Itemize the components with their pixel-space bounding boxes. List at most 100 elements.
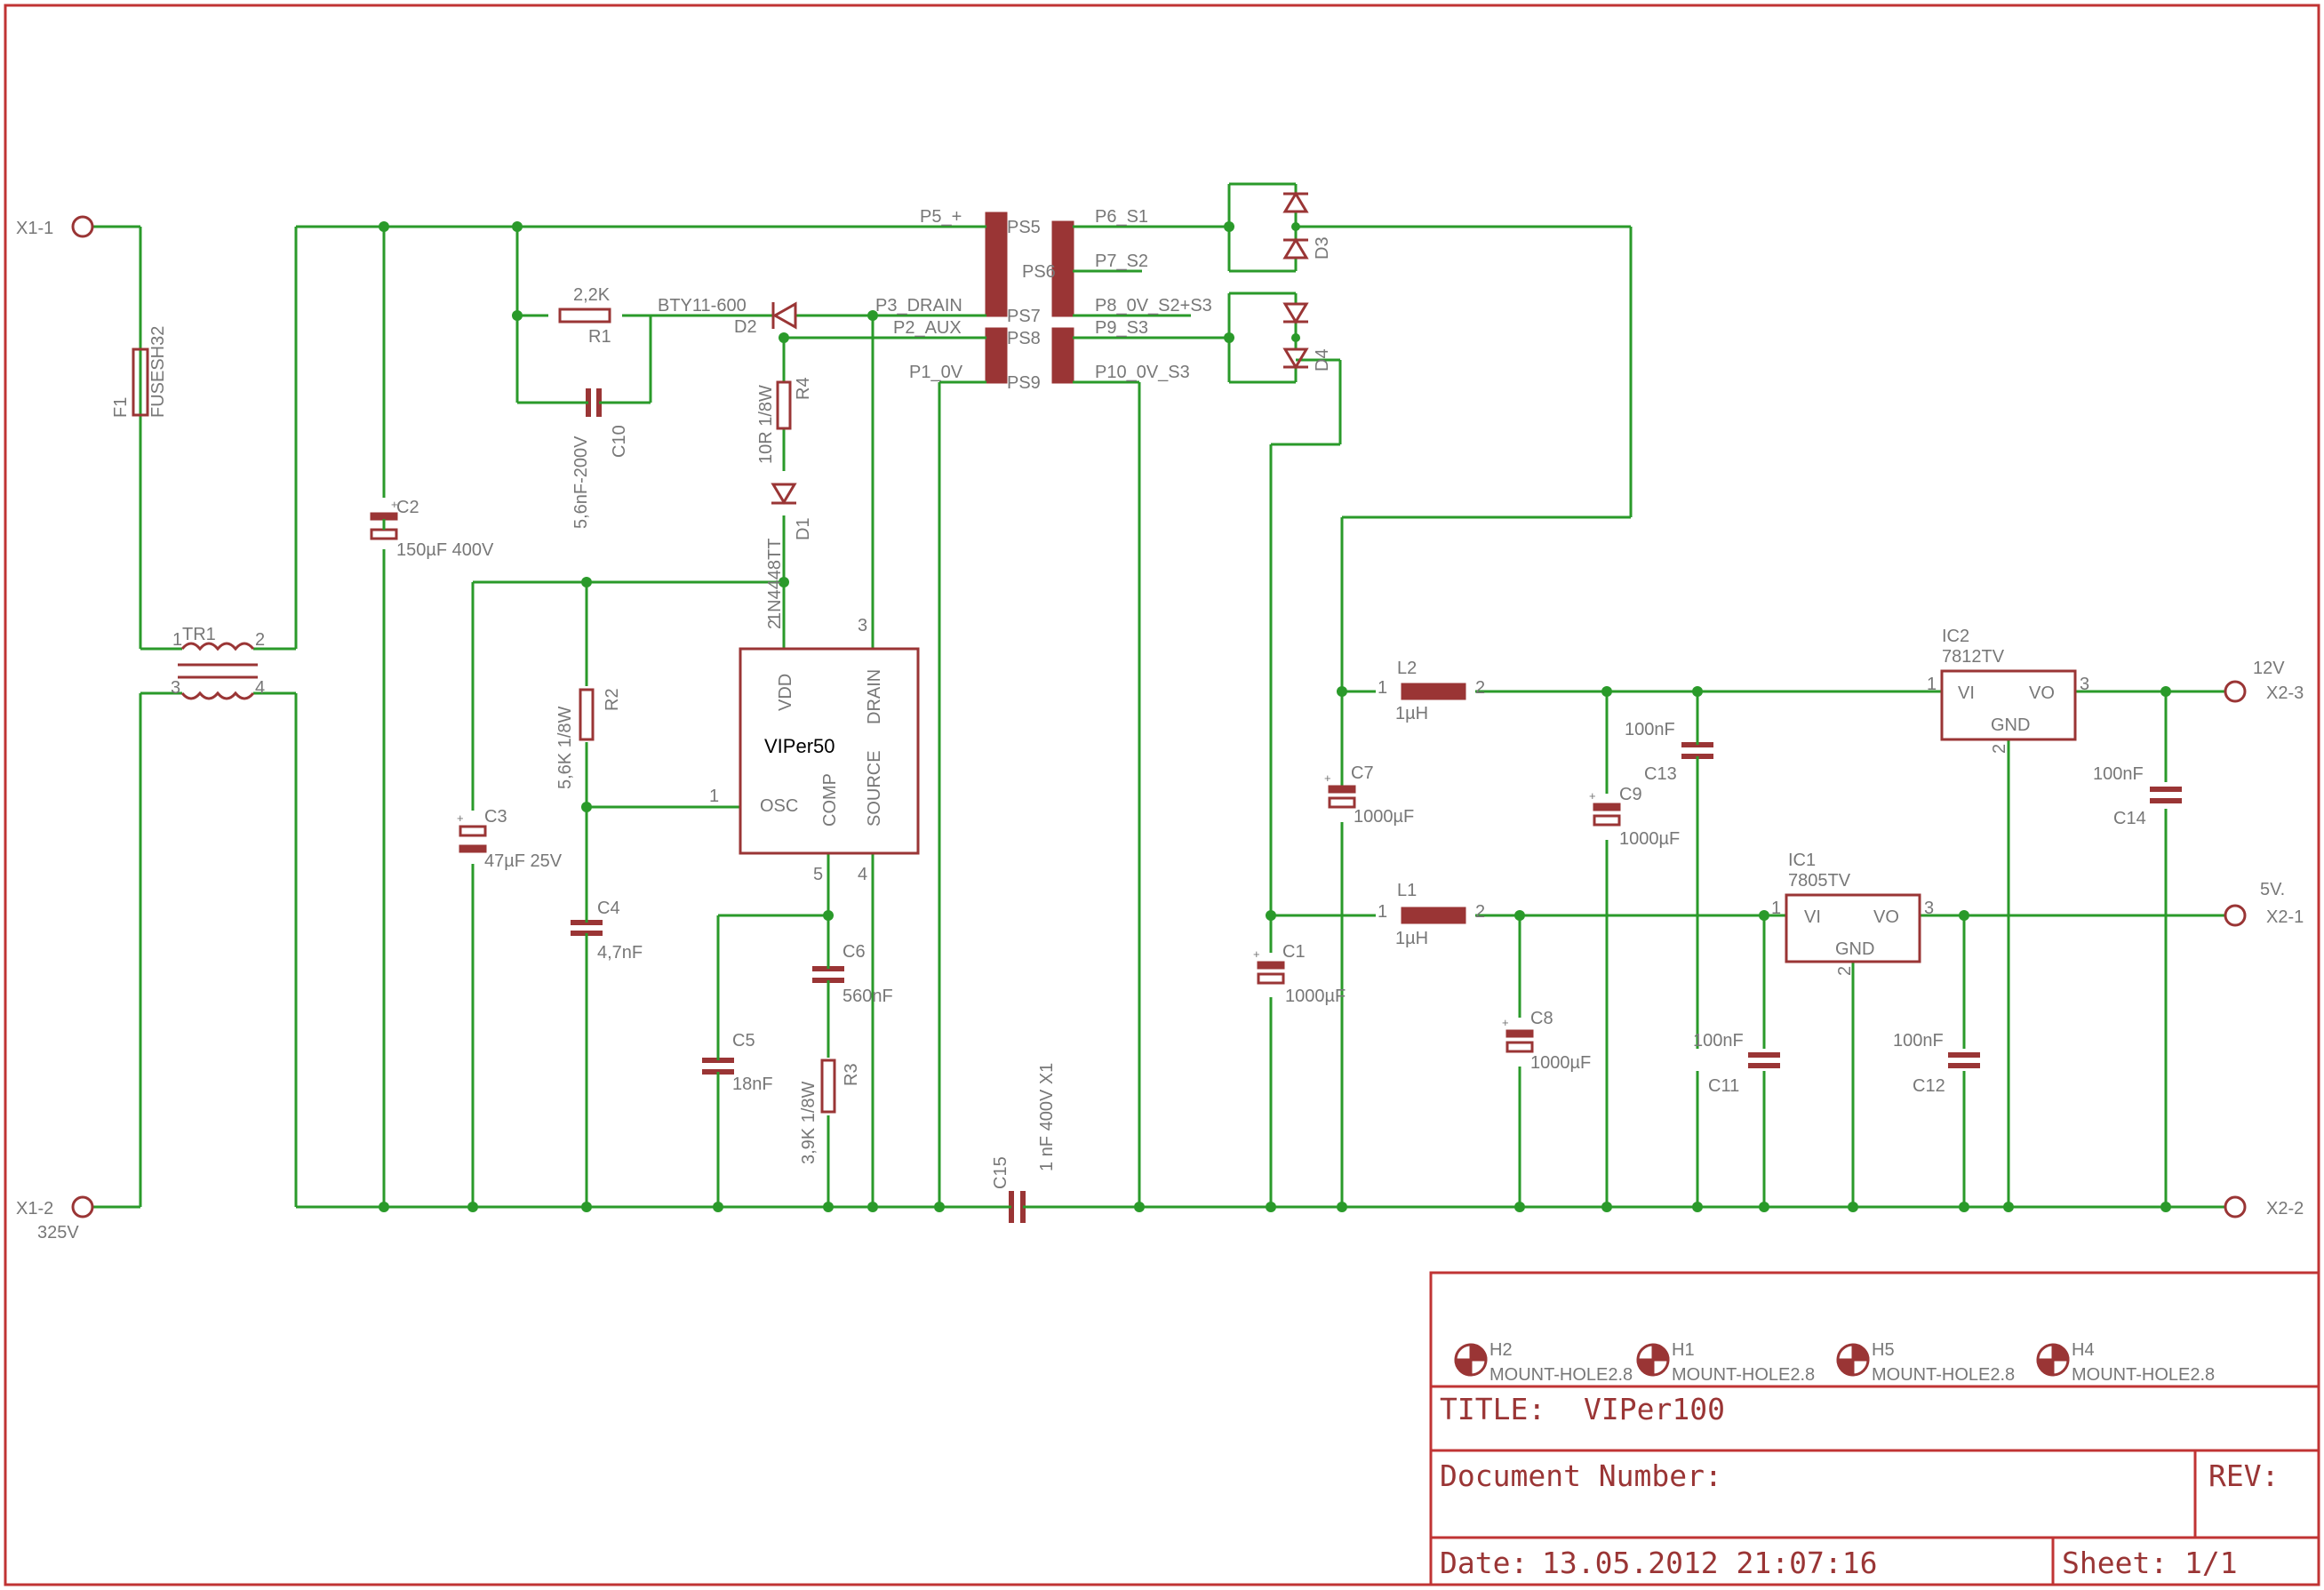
c10-value: 5,6nF-200V: [571, 435, 591, 529]
transformer-tr1[interactable]: TR1 1 2 3 4: [171, 625, 265, 700]
l2-pin2: 2: [1475, 678, 1485, 698]
flyback-transformer[interactable]: P5_+ P3_DRAIN P2_AUX P1_0V P6_S1 P7_S2 P…: [875, 207, 1212, 393]
inductor-l1[interactable]: L1 1µH 1 2: [1378, 881, 1485, 948]
viper-pin3: 3: [858, 616, 867, 635]
diode-d2[interactable]: BTY11-600 D2: [658, 296, 806, 337]
sheet-value: 1/1: [2184, 1546, 2238, 1580]
h4-label: H4: [2072, 1340, 2095, 1360]
resistor-r4[interactable]: R4 10R 1/8W: [756, 377, 813, 464]
c11-value: 100nF: [1693, 1031, 1744, 1051]
p6-label: P6_S1: [1095, 207, 1148, 227]
c6-value: 560nF: [843, 987, 893, 1006]
l1-label: L1: [1397, 881, 1417, 900]
ic1-vi: VI: [1804, 907, 1821, 927]
h1-value: MOUNT-HOLE2.8: [1672, 1365, 1815, 1385]
svg-text:+: +: [391, 498, 398, 511]
c13-value: 100nF: [1625, 720, 1675, 739]
viper-pin2: 2: [765, 619, 785, 629]
capacitor-c8[interactable]: + C8 1000µF: [1502, 1009, 1591, 1073]
diode-d1[interactable]: D1 1N4448TT: [765, 483, 813, 622]
capacitor-c2[interactable]: + C2 150µF 400V: [370, 498, 494, 560]
viper-drain: DRAIN: [865, 669, 884, 724]
capacitor-c12[interactable]: 100nF C12: [1893, 1031, 1980, 1096]
d1-label: D1: [794, 517, 813, 540]
c2-value: 150µF 400V: [396, 540, 494, 560]
p9-label: P9_S3: [1095, 318, 1148, 338]
d4-label: D4: [1313, 348, 1332, 372]
f1-value: FUSESH32: [148, 326, 168, 418]
ic2-pin3: 3: [2080, 675, 2089, 694]
r4-value: 10R 1/8W: [756, 385, 776, 464]
capacitor-c14[interactable]: 100nF C14: [2093, 764, 2182, 828]
title-label: TITLE:: [1440, 1392, 1545, 1426]
ic2-vo: VO: [2029, 683, 2055, 703]
capacitor-c11[interactable]: 100nF C11: [1693, 1031, 1780, 1096]
p8-label: P8_0V_S2+S3: [1095, 296, 1212, 316]
h5-label: H5: [1872, 1340, 1895, 1360]
capacitor-c5[interactable]: C5 18nF: [702, 1031, 773, 1094]
title-value: VIPer100: [1584, 1392, 1725, 1426]
svg-text:+: +: [1324, 771, 1331, 785]
mount-hole-h4[interactable]: H4 MOUNT-HOLE2.8: [2036, 1340, 2215, 1385]
ic-viper50[interactable]: VIPer50 VDD DRAIN OSC COMP SOURCE 1 2 3 …: [709, 616, 920, 884]
capacitor-c4[interactable]: C4 4,7nF: [571, 899, 643, 963]
l2-pin1: 1: [1378, 678, 1387, 698]
mount-hole-h1[interactable]: H1 MOUNT-HOLE2.8: [1636, 1340, 1815, 1385]
c9-label: C9: [1619, 785, 1642, 804]
resistor-r2[interactable]: R2 5,6K 1/8W: [555, 688, 622, 789]
capacitor-c7[interactable]: + C7 1000µF: [1324, 763, 1414, 827]
capacitor-c13[interactable]: 100nF C13: [1625, 720, 1713, 784]
capacitor-c6[interactable]: C6 560nF: [812, 942, 893, 1006]
connector-x1[interactable]: X1-1 X1-2 325V: [16, 215, 94, 1242]
ic1-label: IC1: [1788, 851, 1816, 870]
x2-2-label: X2-2: [2266, 1199, 2304, 1218]
svg-text:+: +: [1589, 789, 1596, 803]
c4-label: C4: [597, 899, 620, 918]
l2-label: L2: [1397, 659, 1417, 678]
regulator-ic2[interactable]: IC2 7812TV VI VO GND 1 3 2: [1927, 627, 2089, 754]
drawing-frame: [4, 4, 2320, 1586]
diode-d4[interactable]: D4: [1282, 293, 1332, 382]
ic1-vo: VO: [1873, 907, 1899, 927]
capacitor-c10[interactable]: 5,6nF-200V C10: [571, 388, 629, 529]
c11-label: C11: [1708, 1076, 1739, 1096]
regulator-ic1[interactable]: IC1 7805TV VI VO GND 1 3 2: [1771, 851, 1934, 976]
connector-x2[interactable]: 12V X2-3 5V. X2-1 X2-2: [2224, 659, 2304, 1218]
fuse-f1[interactable]: F1 FUSESH32: [111, 326, 168, 418]
svg-text:+: +: [1502, 1016, 1509, 1029]
resistor-r3[interactable]: R3 3,9K 1/8W: [799, 1059, 861, 1164]
c1-value: 1000µF: [1285, 987, 1346, 1006]
capacitor-c1[interactable]: + C1 1000µF: [1253, 942, 1346, 1006]
mount-hole-h2[interactable]: H2 MOUNT-HOLE2.8: [1454, 1340, 1633, 1385]
viper-comp: COMP: [820, 773, 840, 827]
svg-text:+: +: [457, 811, 464, 825]
inductor-l2[interactable]: L2 1µH 1 2: [1378, 659, 1485, 723]
l2-value: 1µH: [1395, 704, 1428, 723]
d2-label: D2: [734, 317, 757, 337]
capacitor-c15[interactable]: C15 1 nF 400V X1: [991, 1063, 1057, 1223]
c8-label: C8: [1530, 1009, 1553, 1028]
junctions: [379, 221, 2171, 1212]
capacitor-c3[interactable]: + C3 47µF 25V: [457, 807, 563, 871]
c7-value: 1000µF: [1354, 807, 1414, 827]
r3-value: 3,9K 1/8W: [799, 1081, 819, 1164]
r1-value: 2,2K: [573, 285, 611, 305]
viper-pin5: 5: [813, 865, 823, 884]
tr1-pin4: 4: [255, 678, 265, 698]
ps6-label: PS6: [1022, 262, 1056, 282]
l1-pin1: 1: [1378, 902, 1387, 922]
ic1-pin1: 1: [1771, 899, 1781, 918]
mount-hole-h5[interactable]: H5 MOUNT-HOLE2.8: [1836, 1340, 2015, 1385]
ps8-label: PS8: [1007, 329, 1041, 348]
capacitor-c9[interactable]: + C9 1000µF: [1589, 785, 1680, 849]
p5-label: P5_+: [920, 207, 962, 227]
diode-d3[interactable]: D3: [1282, 184, 1332, 271]
ic2-value: 7812TV: [1942, 647, 2005, 667]
resistor-r1[interactable]: 2,2K R1: [558, 285, 611, 347]
p3-label: P3_DRAIN: [875, 296, 962, 316]
r1-label: R1: [588, 327, 611, 347]
viper-pin4: 4: [858, 865, 867, 884]
ic2-gnd: GND: [1991, 715, 2030, 735]
p10-label: P10_0V_S3: [1095, 363, 1190, 382]
